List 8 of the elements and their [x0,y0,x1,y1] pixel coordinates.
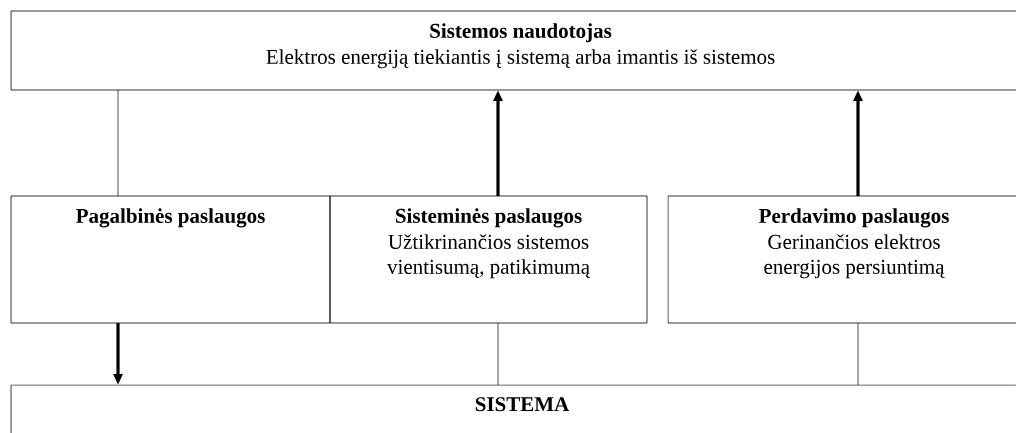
process-box: Perdavimo paslaugos Gerinančios elektros energijos persiuntimą [667,195,1016,324]
process-box: Sistemos naudotojas Elektros energiją tiekiantis į sistemą arba imantis iš sistemos [10,10,1016,91]
process-box: SISTEMA [10,384,1016,433]
process-box: Pagalbinės paslaugos [10,195,331,324]
connector-line [497,322,499,386]
process-box: Sisteminės paslaugos Užtikrinančios sistemos vientisumą, patikimumą [329,195,648,324]
connector-line [117,89,119,197]
connector-line [857,322,859,386]
